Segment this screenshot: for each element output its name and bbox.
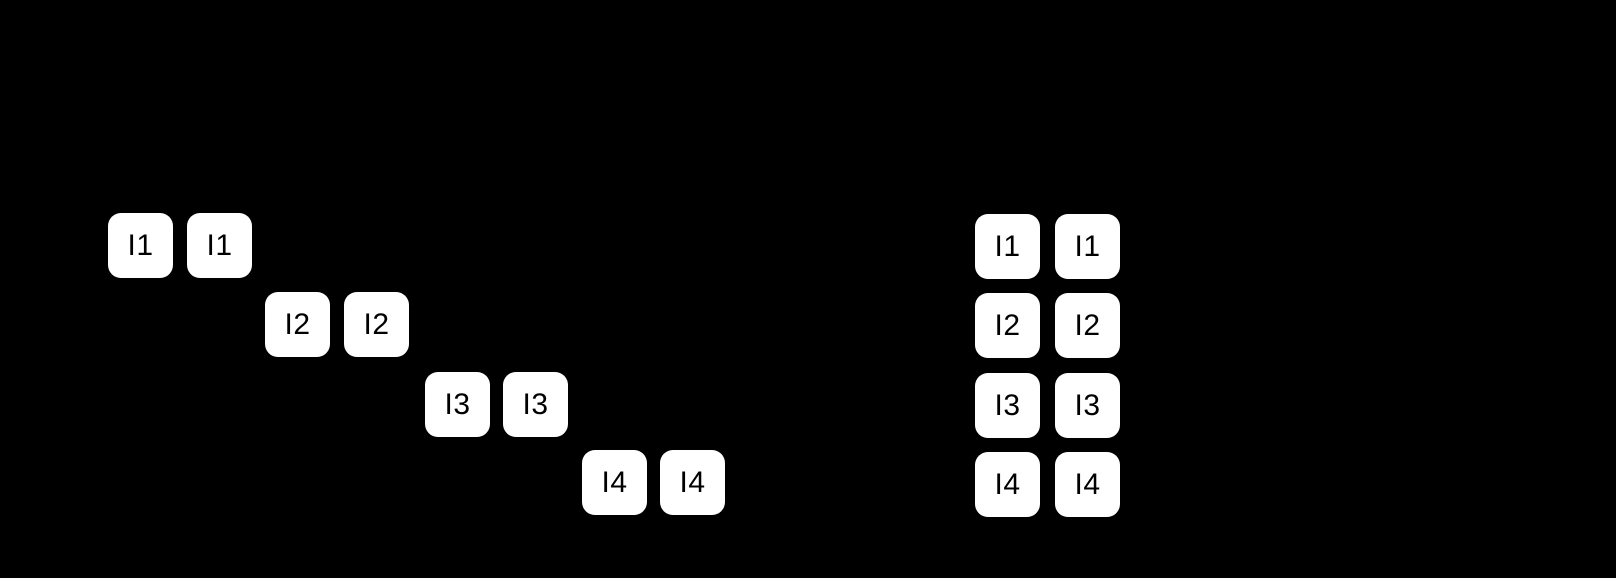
instruction-label: I1	[206, 228, 233, 262]
instruction-label: I3	[1074, 388, 1101, 422]
instruction-label: I2	[363, 307, 390, 341]
instruction-box: I3	[503, 372, 568, 437]
instruction-label: I3	[444, 387, 471, 421]
instruction-label: I1	[994, 229, 1021, 263]
instruction-label: I2	[1074, 308, 1101, 342]
instruction-box: I2	[265, 292, 330, 357]
instruction-box: I1	[187, 213, 252, 278]
instruction-box: I2	[975, 293, 1040, 358]
instruction-label: I1	[127, 228, 154, 262]
instruction-label: I4	[994, 467, 1021, 501]
instruction-box: I4	[975, 452, 1040, 517]
instruction-box: I4	[582, 450, 647, 515]
instruction-label: I1	[1074, 229, 1101, 263]
instruction-label: I4	[679, 465, 706, 499]
instruction-label: I3	[994, 388, 1021, 422]
instruction-label: I4	[601, 465, 628, 499]
instruction-box: I4	[1055, 452, 1120, 517]
instruction-box: I3	[975, 373, 1040, 438]
instruction-box: I4	[660, 450, 725, 515]
instruction-box: I3	[1055, 373, 1120, 438]
instruction-label: I2	[994, 308, 1021, 342]
instruction-box: I3	[425, 372, 490, 437]
instruction-box: I1	[1055, 214, 1120, 279]
instruction-label: I4	[1074, 467, 1101, 501]
instruction-label: I2	[284, 307, 311, 341]
instruction-box: I2	[344, 292, 409, 357]
instruction-box: I1	[975, 214, 1040, 279]
instruction-label: I3	[522, 387, 549, 421]
instruction-box: I1	[108, 213, 173, 278]
instruction-box: I2	[1055, 293, 1120, 358]
